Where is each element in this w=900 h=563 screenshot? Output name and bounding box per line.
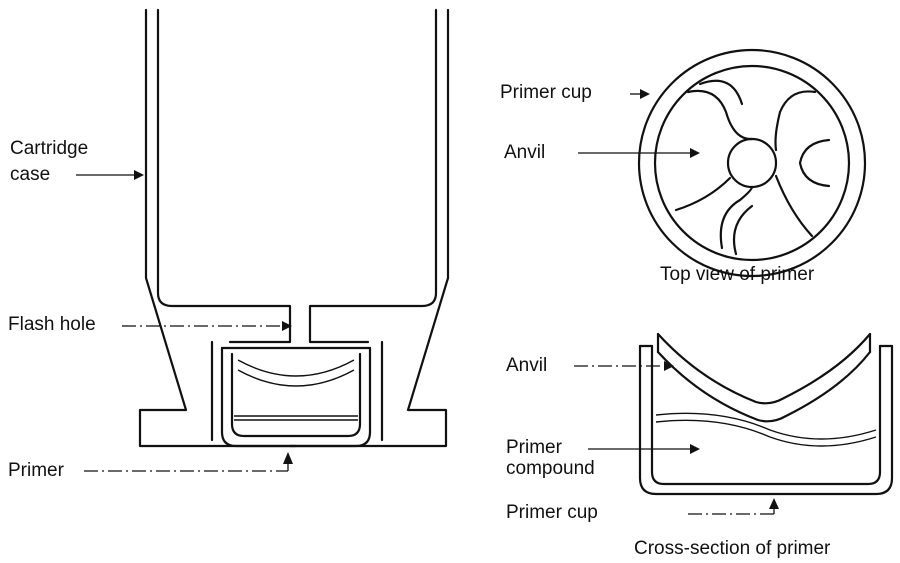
label-primer-compound-line2: compound — [506, 458, 595, 479]
label-cartridge-case-line2: case — [10, 164, 51, 185]
caption-cross-section: Cross-section of primer — [634, 538, 831, 559]
label-cross-primer-cup: Primer cup — [506, 502, 598, 523]
top-view-leaders — [578, 89, 700, 158]
label-top-anvil: Anvil — [504, 142, 546, 163]
cross-section-drawing — [638, 332, 894, 496]
label-cross-anvil: Anvil — [506, 355, 548, 376]
label-primer: Primer — [8, 460, 64, 481]
cartridge-case-drawing — [138, 8, 450, 448]
top-view-drawing — [637, 48, 867, 278]
label-top-primer-cup: Primer cup — [500, 82, 592, 103]
caption-top-view: Top view of primer — [660, 264, 815, 285]
label-flash-hole: Flash hole — [8, 314, 96, 335]
label-cartridge-case-line1: Cartridge — [10, 138, 89, 159]
primer-in-pocket-drawing — [220, 346, 372, 448]
label-primer-compound-line1: Primer — [506, 437, 562, 458]
cross-section-leaders — [574, 361, 779, 515]
left-leaders — [76, 170, 293, 472]
